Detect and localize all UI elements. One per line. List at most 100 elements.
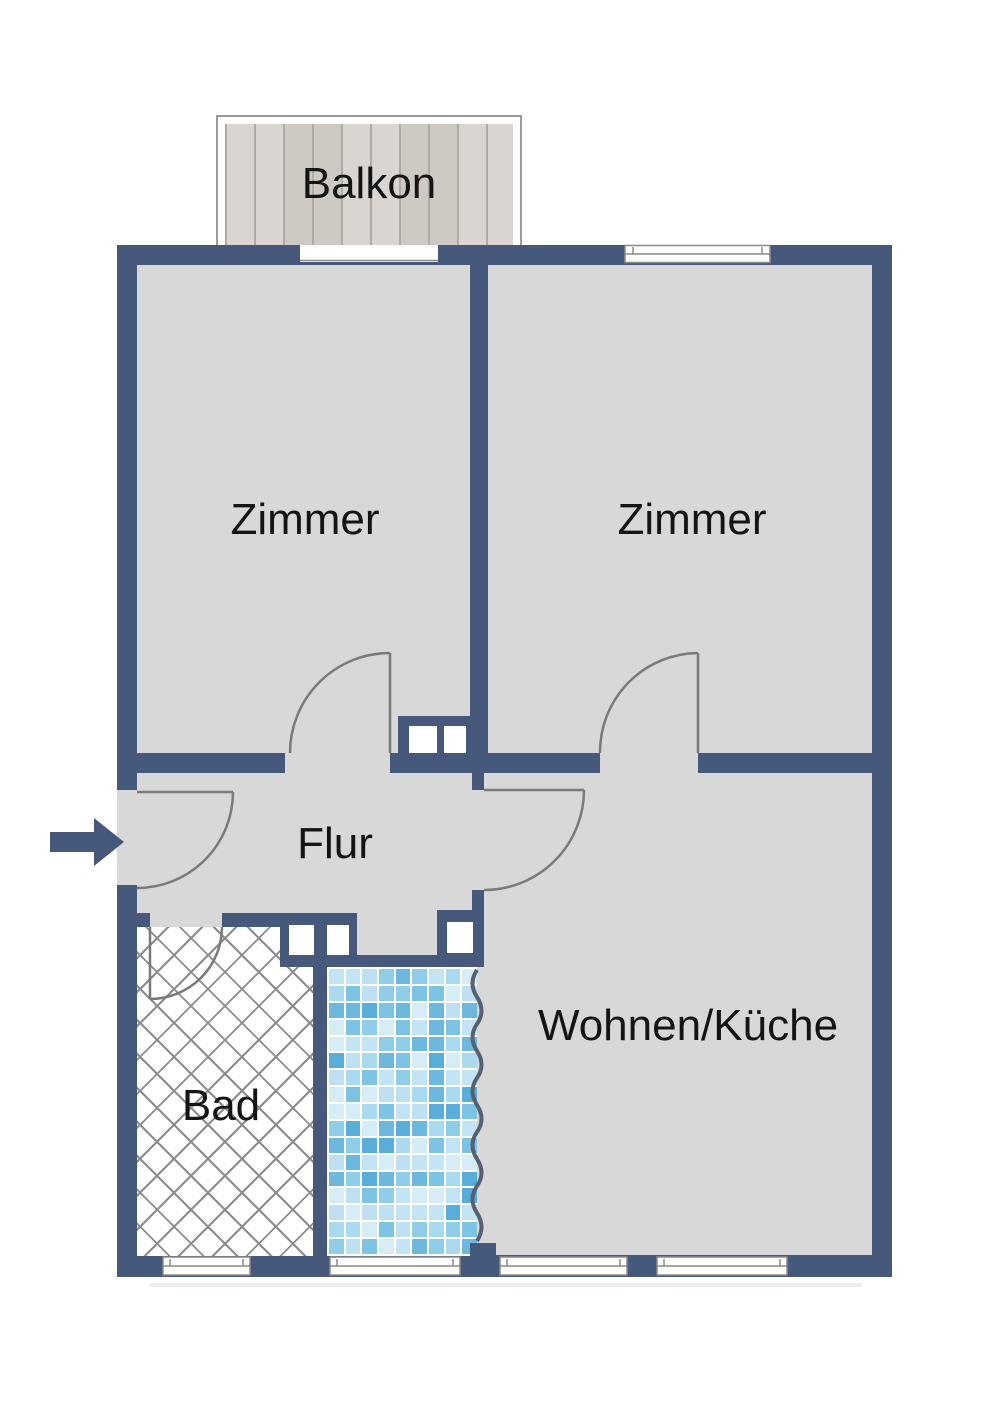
- mosaic-tile: [445, 1239, 461, 1254]
- mosaic-tile: [345, 1137, 361, 1153]
- mosaic-tile: [429, 1137, 444, 1153]
- mosaic-tile: [429, 1120, 444, 1136]
- mosaic-tile: [362, 1137, 377, 1153]
- mosaic-tile: [429, 1070, 444, 1086]
- mosaic-tile: [395, 1239, 411, 1254]
- mosaic-tile: [429, 1019, 444, 1035]
- shaft-opening: [289, 925, 314, 955]
- mosaic-tile: [462, 1171, 477, 1187]
- mosaic-tile: [379, 1120, 394, 1136]
- mosaic-tile: [412, 1205, 427, 1221]
- mosaic-tile: [329, 1087, 344, 1103]
- mosaic-tile: [429, 969, 444, 984]
- mosaic-tile: [329, 1070, 344, 1086]
- mosaic-tile: [362, 1239, 377, 1254]
- mosaic-tile: [412, 985, 427, 1001]
- mosaic-tile: [445, 1137, 461, 1153]
- window-wohnen-right: [656, 1256, 788, 1276]
- mosaic-tile: [379, 1070, 394, 1086]
- mosaic-tile: [345, 1154, 361, 1170]
- door-zimmer-left: [288, 651, 392, 754]
- mosaic-tile: [362, 1154, 377, 1170]
- mosaic-tile: [362, 1053, 377, 1069]
- mosaic-tile: [345, 1070, 361, 1086]
- mosaic-tile: [462, 1104, 477, 1119]
- mosaic-tile: [412, 1120, 427, 1136]
- door-zimmer-right: [598, 651, 700, 754]
- mosaic-tile: [329, 1222, 344, 1238]
- mosaic-tile: [345, 1104, 361, 1119]
- mosaic-tile: [329, 1019, 344, 1035]
- mosaic-tile: [362, 1188, 377, 1204]
- bathroom-tiled-floor: [137, 927, 313, 1256]
- mosaic-tile: [395, 1188, 411, 1204]
- mosaic-tile: [395, 1002, 411, 1018]
- mosaic-tile: [329, 969, 344, 984]
- mosaic-tile: [429, 1087, 444, 1103]
- shaft-opening: [444, 726, 466, 753]
- mosaic-tile: [429, 1188, 444, 1204]
- mosaic-tile: [412, 1019, 427, 1035]
- mosaic-tile: [329, 1137, 344, 1153]
- window-wohnen-left: [499, 1256, 628, 1276]
- mosaic-tile: [395, 1087, 411, 1103]
- mosaic-tile: [429, 1239, 444, 1254]
- mosaic-tile: [445, 1104, 461, 1119]
- mosaic-tile: [379, 1019, 394, 1035]
- mosaic-tile: [462, 1154, 477, 1170]
- mosaic-tile: [379, 1154, 394, 1170]
- mosaic-tile: [395, 1222, 411, 1238]
- wall-between-zimmer: [470, 265, 488, 773]
- shaft-bad: [280, 913, 357, 967]
- mosaic-tile: [329, 1053, 344, 1069]
- mosaic-tile: [445, 1188, 461, 1204]
- wall-flur-zimmer-right: [698, 753, 872, 773]
- mosaic-tile: [429, 1036, 444, 1052]
- mosaic-tile: [329, 1002, 344, 1018]
- mosaic-tile: [329, 1171, 344, 1187]
- entrance-arrow-icon: [50, 818, 124, 866]
- mosaic-tile: [345, 969, 361, 984]
- mosaic-tile: [379, 1087, 394, 1103]
- mosaic-tile: [379, 1053, 394, 1069]
- mosaic-tile: [379, 1205, 394, 1221]
- wall-bad-top-left: [137, 913, 150, 927]
- mosaic-tile: [395, 1137, 411, 1153]
- mosaic-tile: [379, 1036, 394, 1052]
- mosaic-tile: [445, 1070, 461, 1086]
- mosaic-tile: [445, 985, 461, 1001]
- mosaic-tile: [345, 1019, 361, 1035]
- mosaic-tile: [345, 1205, 361, 1221]
- door-entrance: [136, 790, 235, 890]
- door-wohnen-kueche: [483, 788, 586, 892]
- mosaic-tile: [362, 1019, 377, 1035]
- mosaic-tile: [462, 1002, 477, 1018]
- mosaic-tile: [362, 1222, 377, 1238]
- mosaic-tile: [429, 1053, 444, 1069]
- mosaic-tile: [362, 1120, 377, 1136]
- mosaic-tile: [395, 1070, 411, 1086]
- mosaic-tile: [379, 1222, 394, 1238]
- wall-flur-wohnen-upper: [472, 773, 484, 790]
- mosaic-tile: [362, 985, 377, 1001]
- mosaic-tile: [362, 1070, 377, 1086]
- label-zimmer-right: Zimmer: [617, 495, 767, 544]
- mosaic-tile: [412, 1154, 427, 1170]
- wall-bad-tile: [313, 955, 327, 1256]
- window-tile-area: [329, 1256, 461, 1276]
- mosaic-tile: [362, 1036, 377, 1052]
- mosaic-tile: [412, 1002, 427, 1018]
- wall-bad-top-right: [222, 913, 280, 927]
- mosaic-tile: [462, 1053, 477, 1069]
- window-zimmer-right: [624, 244, 771, 264]
- mosaic-tile: [345, 1239, 361, 1254]
- mosaic-tile: [345, 1171, 361, 1187]
- mosaic-tile: [379, 1171, 394, 1187]
- mosaic-tile: [395, 1036, 411, 1052]
- mosaic-tile: [462, 1120, 477, 1136]
- mosaic-tile: [429, 1154, 444, 1170]
- mosaic-tile: [345, 1002, 361, 1018]
- label-bad: Bad: [181, 1081, 261, 1130]
- mosaic-tile: [412, 1222, 427, 1238]
